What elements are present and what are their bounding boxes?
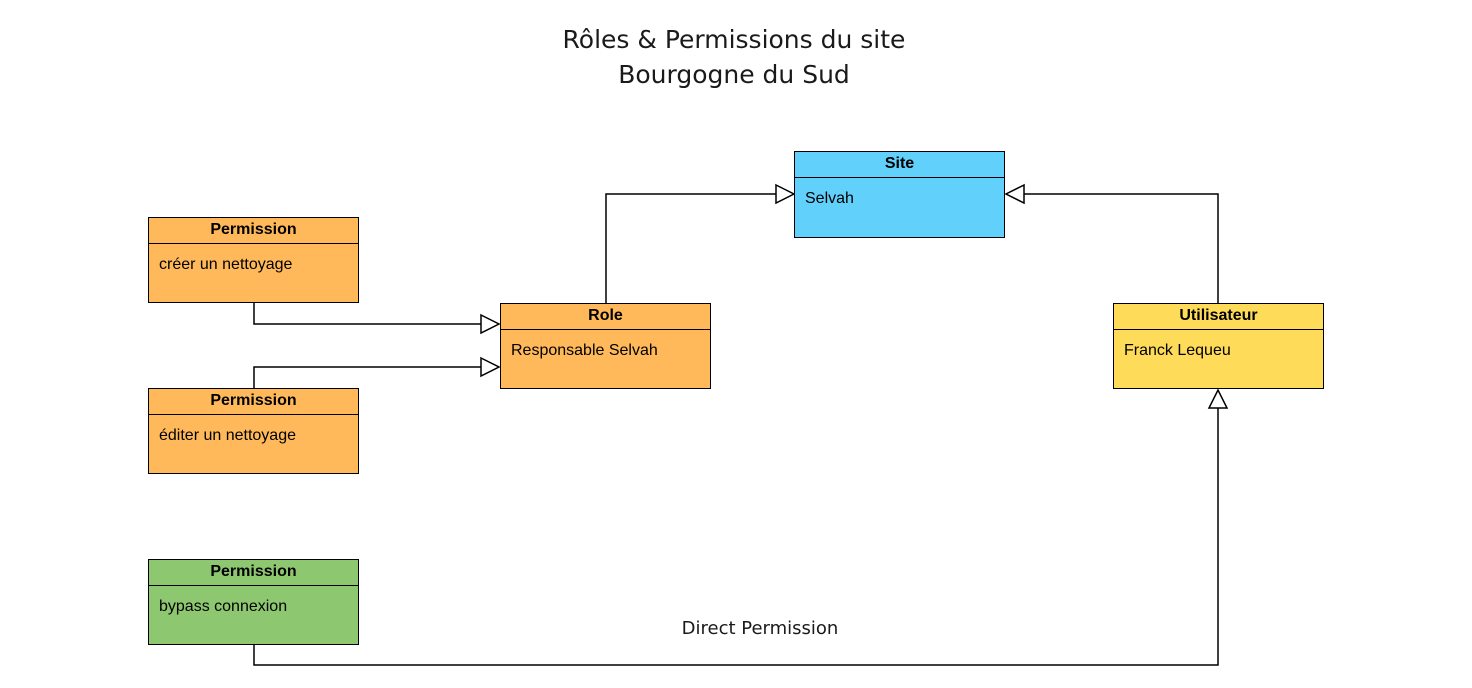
role-node[interactable]: Role Responsable Selvah (500, 303, 711, 389)
edge-role-to-site (605, 183, 796, 303)
permission-edit-node[interactable]: Permission éditer un nettoyage (148, 388, 359, 474)
title-line-1: Rôles & Permissions du site (562, 25, 906, 54)
title-line-2: Bourgogne du Sud (618, 60, 850, 89)
permission-bypass-node-header: Permission (149, 560, 358, 586)
edge-permission-edit-to-role (253, 356, 501, 388)
permission-create-node[interactable]: Permission créer un nettoyage (148, 217, 359, 303)
utilisateur-node-value: Franck Lequeu (1124, 342, 1231, 359)
inheritance-arrowhead-icon (775, 183, 796, 205)
role-node-header: Role (501, 304, 710, 330)
permission-bypass-node[interactable]: Permission bypass connexion (148, 559, 359, 645)
permission-edit-node-header: Permission (149, 389, 358, 415)
edge-permission-create-to-role (253, 303, 501, 335)
permission-edit-node-value: éditer un nettoyage (159, 427, 296, 444)
utilisateur-node[interactable]: Utilisateur Franck Lequeu (1113, 303, 1324, 389)
direct-permission-label: Direct Permission (681, 618, 839, 639)
permission-create-node-value: créer un nettoyage (159, 256, 293, 273)
edge-utilisateur-to-site (1004, 183, 1219, 303)
diagram-title: Rôles & Permissions du site Bourgogne du… (484, 22, 984, 92)
inheritance-arrowhead-icon (1004, 183, 1025, 205)
site-node[interactable]: Site Selvah (794, 151, 1005, 238)
inheritance-arrowhead-icon (480, 356, 501, 378)
edge-permission-bypass-to-utilisateur (253, 388, 1229, 666)
permission-create-node-header: Permission (149, 218, 358, 244)
permission-bypass-node-value: bypass connexion (159, 598, 288, 615)
site-node-value: Selvah (805, 190, 854, 207)
utilisateur-node-header: Utilisateur (1114, 304, 1323, 330)
inheritance-arrowhead-icon (1207, 388, 1229, 409)
inheritance-arrowhead-icon (480, 313, 501, 335)
role-node-value: Responsable Selvah (511, 342, 658, 359)
site-node-header: Site (795, 152, 1004, 178)
